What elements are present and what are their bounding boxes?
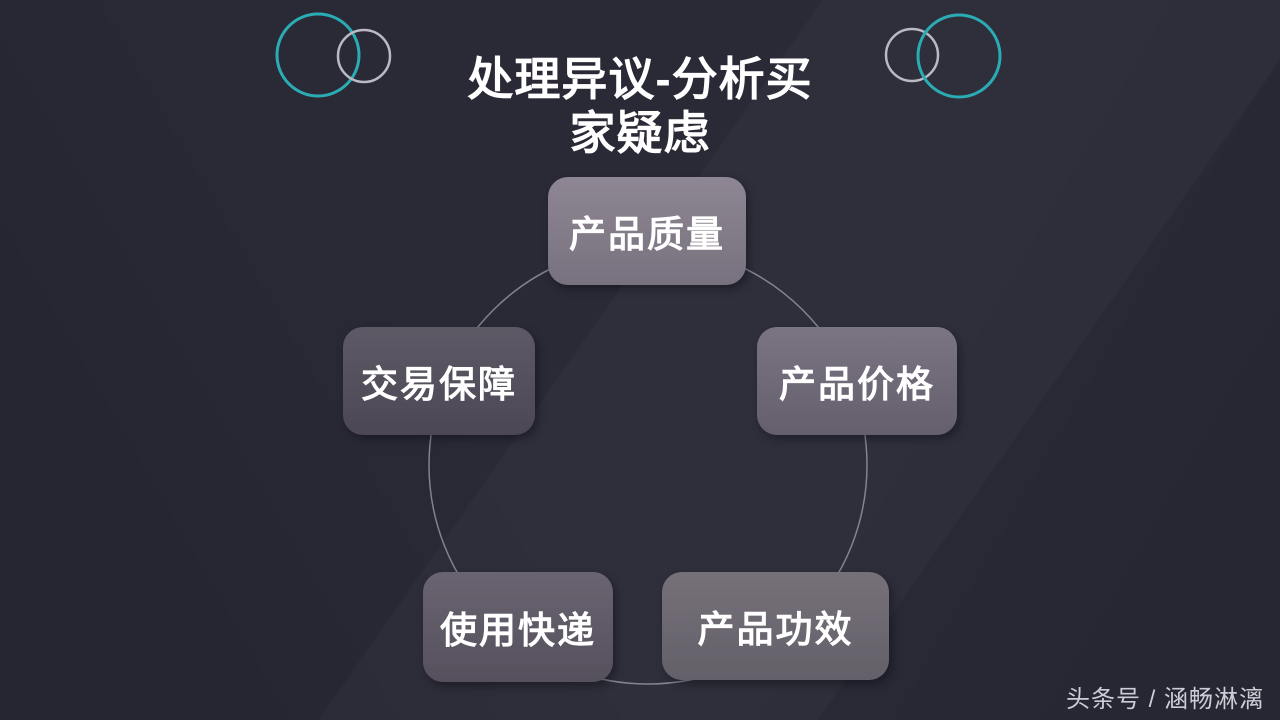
diagram-box-product-efficacy: 产品功效 [662, 572, 889, 680]
diagram-box-label: 使用快递 [440, 610, 596, 651]
slide-title-line1: 处理异议-分析买 [467, 53, 813, 105]
gray-circle-icon [336, 28, 392, 84]
diagram-box-label: 交易保障 [361, 364, 517, 405]
watermark: 头条号 / 涵畅淋漓 [1065, 686, 1264, 713]
decor-circles-top-right [884, 13, 1002, 99]
slide-title: 处理异议-分析买 家疑虑 [0, 52, 1280, 161]
diagram-box-label: 产品价格 [779, 364, 935, 405]
diagram-box-express-delivery: 使用快递 [423, 572, 613, 682]
decor-circles-top-left [275, 12, 392, 98]
teal-circle-icon [275, 12, 361, 98]
diagram-box-label: 产品功效 [697, 609, 854, 650]
slide-title-line2: 家疑虑 [569, 107, 711, 160]
diagram-box-product-price: 产品价格 [757, 327, 957, 435]
gray-circle-icon [884, 27, 940, 83]
diagram-box-product-quality: 产品质量 [548, 177, 746, 285]
diagram-box-label: 产品质量 [569, 214, 725, 255]
diagram-box-transaction-guarantee: 交易保障 [343, 327, 535, 435]
teal-circle-icon [916, 13, 1002, 99]
